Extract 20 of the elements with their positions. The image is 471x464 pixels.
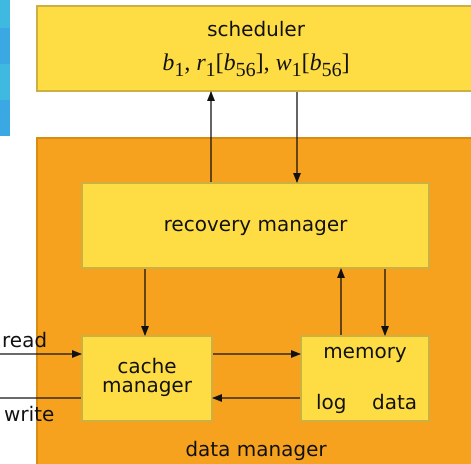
component-box <box>36 5 471 92</box>
arrow <box>141 269 149 336</box>
component-box <box>81 335 213 422</box>
node-text: b$_{1}$, r$_{1}$[b$_{56}$], w$_{1}$[b$_{56}$] <box>161 51 351 80</box>
arrow <box>0 350 82 358</box>
node-title: recovery manager <box>162 214 348 234</box>
node-text: data <box>372 392 418 412</box>
arrow <box>293 92 301 183</box>
arrow <box>337 268 345 335</box>
component-box <box>300 335 430 422</box>
node-title: cache manager <box>101 357 193 395</box>
node-title: data manager <box>184 439 328 459</box>
arrow <box>212 394 300 402</box>
arrow <box>381 269 389 336</box>
node-title: scheduler <box>206 19 306 39</box>
arrow <box>213 350 301 358</box>
arrow <box>207 91 215 182</box>
node-title: memory <box>322 341 408 361</box>
component-box <box>81 182 430 269</box>
node-text: log <box>316 392 346 412</box>
